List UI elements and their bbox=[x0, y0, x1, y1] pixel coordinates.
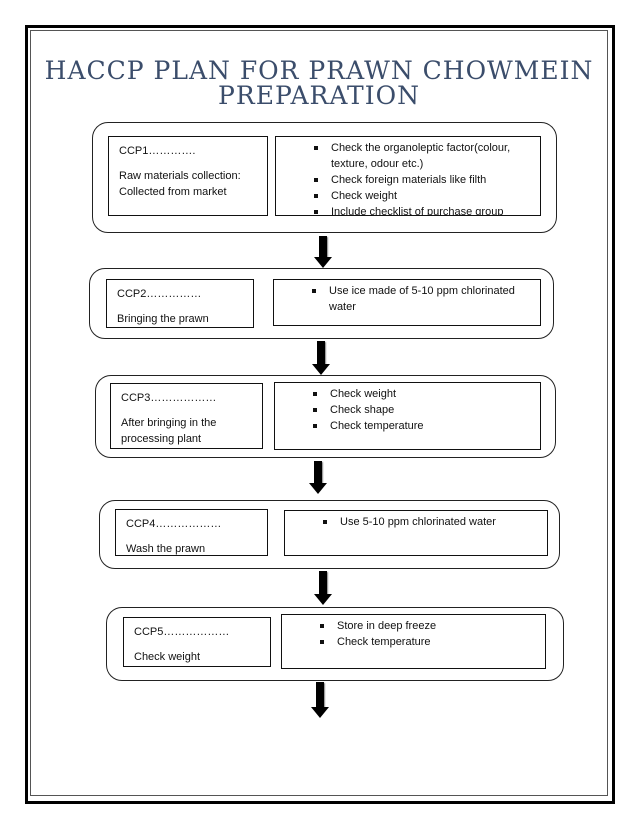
ccp2-block bbox=[89, 268, 554, 339]
ccp3-id: CCP3……………… bbox=[121, 392, 217, 404]
ccp1-id: CCP1…………. bbox=[119, 145, 196, 157]
ccp1-desc: Raw materials collection: bbox=[119, 170, 241, 182]
ccp2-desc: Bringing the prawn bbox=[117, 313, 209, 325]
page-border bbox=[25, 25, 615, 804]
ccp3-block bbox=[95, 375, 556, 458]
ccp5-id: CCP5……………… bbox=[134, 626, 230, 638]
ccp5-checks-box: Store in deep freeze Check temperature bbox=[281, 614, 546, 669]
ccp1-block bbox=[92, 122, 557, 233]
check-item: Store in deep freeze bbox=[320, 618, 535, 634]
page-title: HACCP PLAN FOR PRAWN CHOWMEIN PREPARATIO… bbox=[30, 58, 608, 108]
ccp5-block bbox=[106, 607, 564, 681]
arrow-down-icon bbox=[311, 682, 329, 718]
ccp1-label-box: CCP1…………. Raw materials collection: Coll… bbox=[108, 136, 268, 216]
check-item: Check foreign materials like filth bbox=[314, 172, 530, 188]
arrow-down-icon bbox=[314, 571, 332, 605]
arrow-down-icon bbox=[309, 461, 327, 494]
title-line-1: HACCP PLAN FOR PRAWN CHOWMEIN bbox=[44, 56, 594, 85]
title-line-2: PREPARATION bbox=[218, 81, 420, 110]
check-item: Check weight bbox=[314, 188, 530, 204]
ccp3-desc: After bringing in the processing plant bbox=[121, 417, 217, 445]
check-item: Use 5-10 ppm chlorinated water bbox=[323, 514, 537, 530]
check-item: Check temperature bbox=[313, 418, 530, 434]
ccp2-id: CCP2…………… bbox=[117, 288, 202, 300]
check-item: Use ice made of 5-10 ppm chlorinated wat… bbox=[312, 283, 530, 315]
page-border-inner bbox=[30, 30, 608, 796]
check-item: Check weight bbox=[313, 386, 530, 402]
ccp5-desc: Check weight bbox=[134, 651, 201, 663]
ccp2-checks-box: Use ice made of 5-10 ppm chlorinated wat… bbox=[273, 279, 541, 326]
ccp4-checks-box: Use 5-10 ppm chlorinated water bbox=[284, 510, 548, 556]
ccp1-desc: Collected from market bbox=[119, 186, 227, 198]
ccp1-checks-box: Check the organoleptic factor(colour, te… bbox=[275, 136, 541, 216]
check-item: Include checklist of purchase group bbox=[314, 204, 530, 215]
check-item: Check shape bbox=[313, 402, 530, 418]
ccp2-label-box: CCP2…………… Bringing the prawn bbox=[106, 279, 254, 328]
ccp3-label-box: CCP3……………… After bringing in the process… bbox=[110, 383, 263, 449]
arrow-down-icon bbox=[312, 341, 330, 375]
arrow-down-icon bbox=[314, 236, 332, 268]
ccp5-label-box: CCP5……………… Check weight bbox=[123, 617, 271, 667]
check-item: Check the organoleptic factor(colour, te… bbox=[314, 140, 530, 172]
ccp3-checks-box: Check weight Check shape Check temperatu… bbox=[274, 382, 541, 450]
ccp4-desc: Wash the prawn thoroughly bbox=[126, 543, 206, 555]
check-item: Check temperature bbox=[320, 634, 535, 650]
ccp4-block bbox=[99, 500, 560, 569]
ccp4-label-box: CCP4……………… Wash the prawn thoroughly bbox=[115, 509, 268, 556]
ccp4-id: CCP4……………… bbox=[126, 518, 222, 530]
